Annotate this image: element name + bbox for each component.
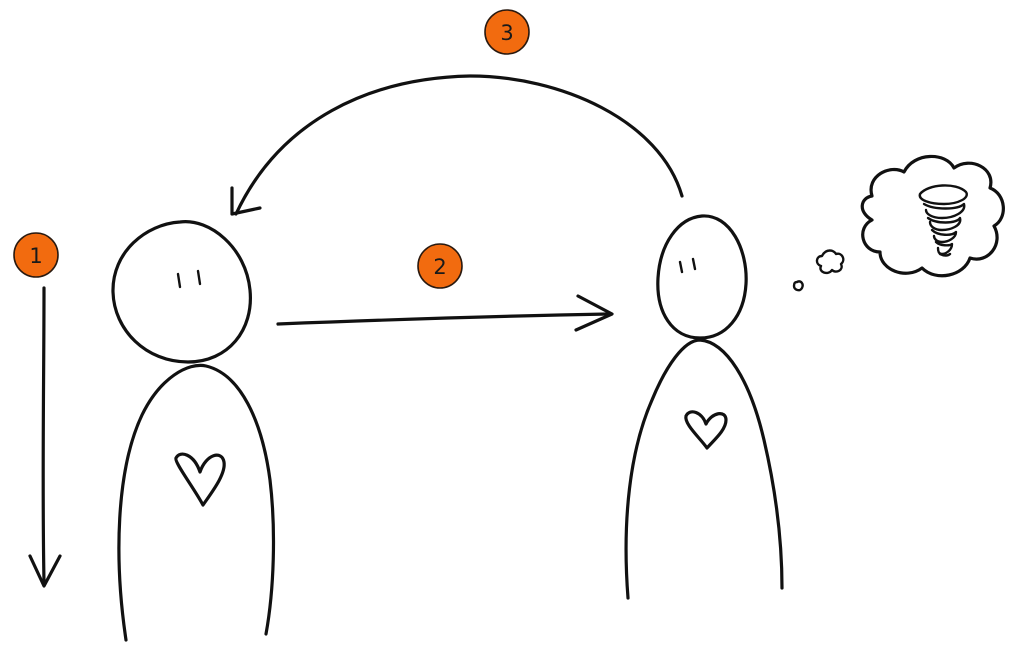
thought-dot-small [792, 280, 804, 292]
step-badge-3-label: 3 [500, 21, 513, 45]
thought-cloud [860, 154, 1005, 278]
person-left-eyes [176, 269, 202, 289]
arrow-curved-back [230, 74, 684, 216]
step-badge-1: 1 [13, 232, 59, 278]
person-left-heart-icon [174, 452, 226, 507]
person-right-head [656, 214, 748, 340]
arrow-right [276, 294, 614, 332]
person-right-eyes [678, 257, 697, 274]
thought-puff-medium [815, 249, 845, 275]
person-right-body [624, 338, 784, 600]
person-right-heart-icon [684, 410, 728, 450]
tornado-icon [918, 184, 968, 257]
person-left-body [117, 363, 276, 642]
step-badge-2: 2 [417, 243, 463, 289]
step-badge-1-label: 1 [29, 244, 42, 268]
person-left-head [111, 220, 252, 364]
person-right [624, 214, 784, 600]
thought-bubble [792, 154, 1005, 292]
arrow-down [28, 286, 62, 588]
person-left [111, 220, 276, 642]
step-badge-2-label: 2 [433, 255, 446, 279]
step-badge-3: 3 [484, 9, 530, 55]
